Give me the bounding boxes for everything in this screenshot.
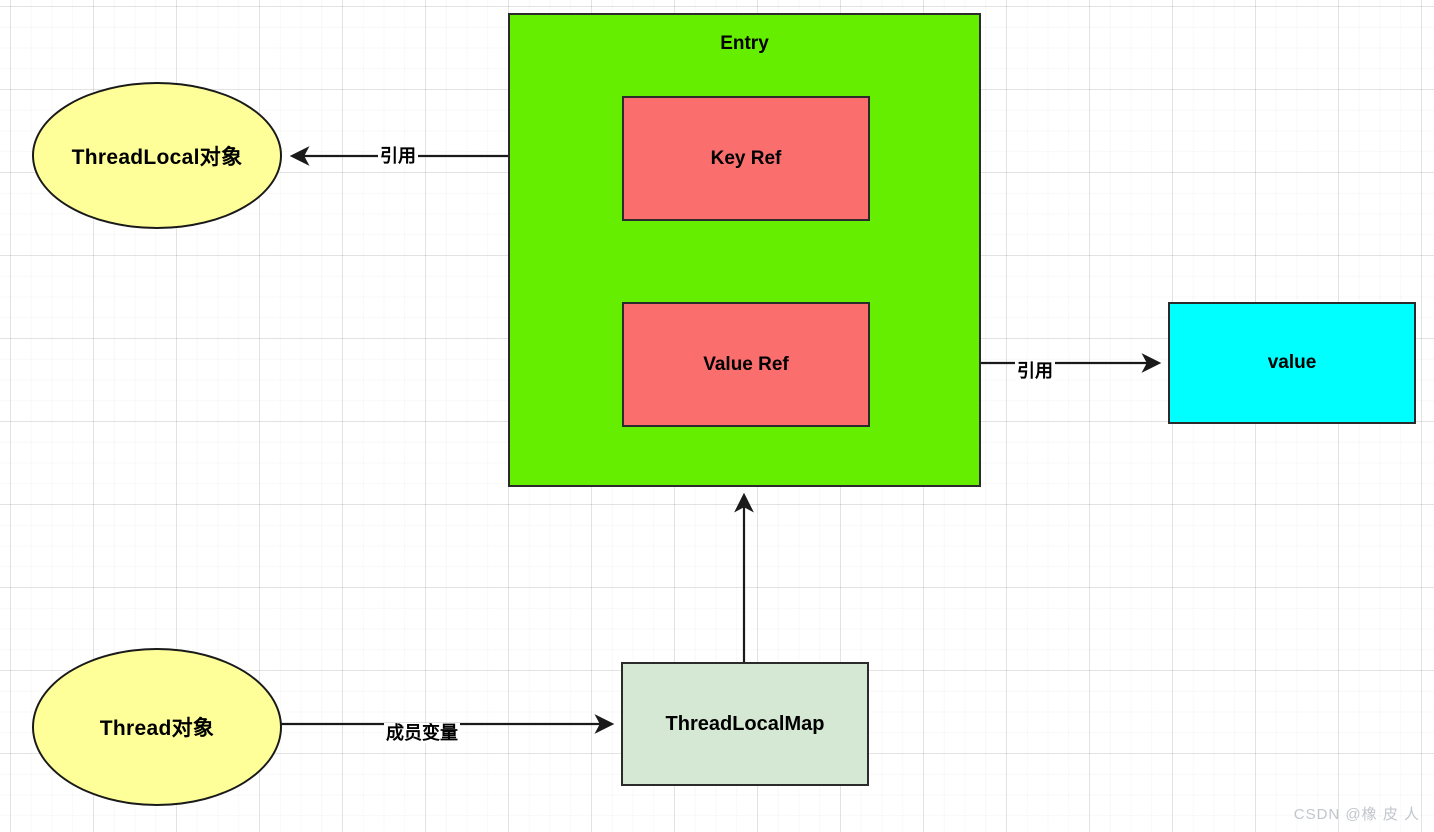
edge-label-key-ref-reference: 引用: [378, 146, 418, 166]
node-key-ref-label: Key Ref: [710, 147, 782, 169]
node-value-label: value: [1267, 352, 1317, 373]
node-threadlocalmap[interactable]: ThreadLocalMap: [621, 662, 869, 786]
node-threadlocalmap-label: ThreadLocalMap: [665, 712, 825, 735]
node-value-ref-label: Value Ref: [703, 353, 789, 375]
edge-label-member-variable: 成员变量: [384, 723, 460, 743]
node-threadlocal-object-label: ThreadLocal对象: [71, 145, 243, 169]
node-value[interactable]: value: [1168, 302, 1416, 424]
node-entry[interactable]: Entry Key Ref Value Ref: [508, 13, 981, 487]
watermark: CSDN @橡 皮 人: [1293, 806, 1420, 823]
edge-label-value-ref-reference: 引用: [1015, 361, 1055, 381]
node-value-ref[interactable]: Value Ref: [622, 302, 870, 427]
node-threadlocal-object[interactable]: ThreadLocal对象: [32, 82, 282, 229]
node-thread-object-label: Thread对象: [99, 717, 215, 740]
node-entry-label: Entry: [720, 33, 769, 54]
node-thread-object[interactable]: Thread对象: [32, 648, 282, 806]
node-key-ref[interactable]: Key Ref: [622, 96, 870, 221]
